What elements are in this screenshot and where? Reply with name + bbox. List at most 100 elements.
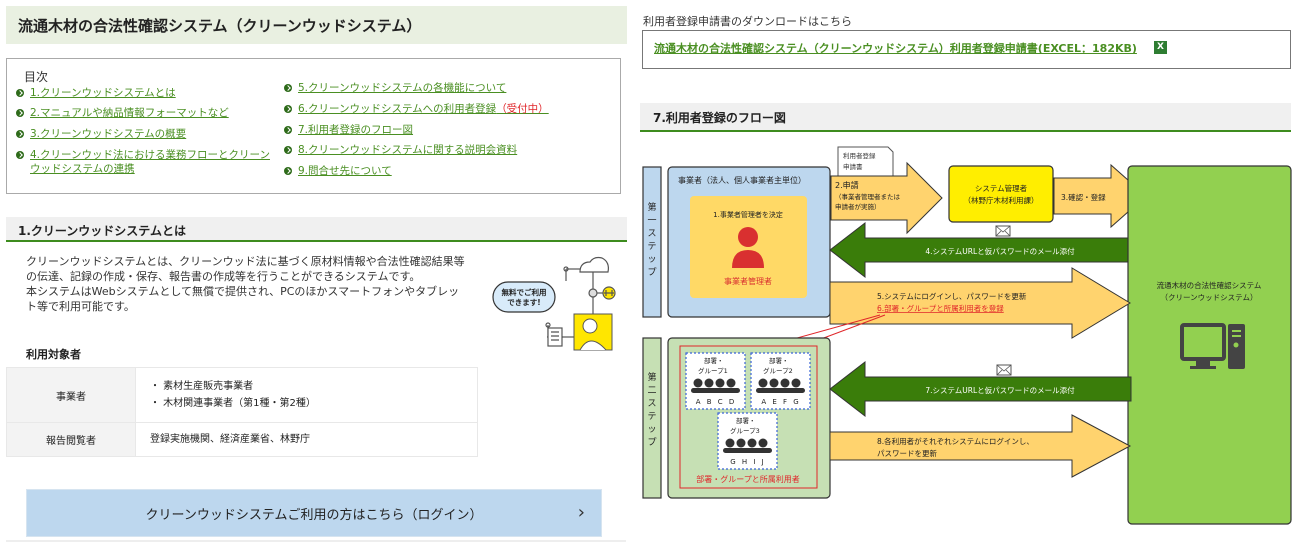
table-of-contents: [6, 58, 621, 194]
doc-label-1: 利用者登録: [843, 151, 876, 160]
member-icon: [704, 378, 714, 388]
step2-label-box: [642, 337, 662, 499]
cleanwood-system-box: [1127, 165, 1292, 525]
download-link[interactable]: 流通木材の合法性確認システム（クリーンウッドシステム）利用者登録申請書(EXCE…: [654, 42, 1137, 55]
step-label-char: ス: [647, 399, 656, 409]
toc-item-9[interactable]: 9.問合せ先について: [284, 164, 392, 178]
confirm-label: 3.確認・登録: [1061, 192, 1106, 202]
toc-link-1[interactable]: 1.クリーンウッドシステムとは: [30, 87, 176, 99]
toc-heading: 目次: [24, 70, 49, 84]
toc-link-4[interactable]: 4.クリーンウッド法における業務フローとクリーンウッドシステムの連携: [30, 148, 270, 176]
step-label-char: ッ: [647, 425, 656, 435]
group-label: 部署・: [704, 356, 724, 365]
chevron-bullet-icon: [284, 167, 292, 175]
toc-link-6[interactable]: 6.クリーンウッドシステムへの利用者登録（受付中）: [298, 102, 549, 116]
member-icon: [791, 378, 801, 388]
section7-header: [640, 103, 1291, 132]
bubble-line-1: 無料でご利用: [502, 287, 547, 297]
admin-label-1: システム管理者: [975, 183, 1028, 193]
apply-label-3: 申請者が実施）: [835, 202, 881, 211]
member-icon: [780, 378, 790, 388]
toc-link-5[interactable]: 5.クリーンウッドシステムの各機能について: [298, 82, 507, 94]
group-members: A B C D: [696, 398, 737, 406]
table-cell: 登録実施機関、経済産業省、林野庁: [135, 422, 478, 457]
step-label-char: プ: [647, 267, 656, 278]
table-header-cell: 事業者: [6, 367, 136, 423]
toc-link-3[interactable]: 3.クリーンウッドシステムの概要: [30, 128, 187, 140]
member-icon: [693, 378, 703, 388]
section1-title: 1.クリーンウッドシステムとは: [18, 224, 186, 238]
intro-paragraph-1: クリーンウッドシステムとは、クリーンウッド法に基づく原材料情報や合法性確認結果等…: [26, 255, 465, 283]
intro-paragraph-2: 本システムはWebシステムとして無償で提供され、PCのほかスマートフォンやタブレ…: [26, 285, 460, 313]
toc-link-8[interactable]: 8.クリーンウッドシステムに関する説明会資料: [298, 144, 518, 156]
toc-link-4-line2: ウッドシステムの連携: [30, 163, 135, 175]
chevron-bullet-icon: [16, 89, 24, 97]
each-label-2: パスワードを更新: [877, 448, 937, 458]
login-register-arrow: [829, 267, 1131, 339]
apply-label-2: （事業者管理者または: [835, 192, 901, 201]
excel-icon[interactable]: X: [1154, 41, 1167, 54]
members-bar: [756, 388, 805, 393]
step-label-char: 一: [647, 216, 656, 226]
member-icon: [758, 378, 768, 388]
step-label-char: プ: [647, 437, 656, 448]
target-users-label: 利用対象者: [26, 348, 81, 361]
group-label: グループ3: [730, 426, 760, 435]
status-badge: （受付中）: [496, 103, 549, 115]
table-row: 報告閲覧者 登録実施機関、経済産業省、林野庁: [6, 422, 478, 457]
toc-link-2[interactable]: 2.マニュアルや納品情報フォーマットなど: [30, 107, 229, 119]
divider: [6, 540, 626, 542]
toc-item-3[interactable]: 3.クリーンウッドシステムの概要: [16, 127, 186, 141]
member-icon: [769, 378, 779, 388]
login-button[interactable]: クリーンウッドシステムご利用の方はこちら（ログイン） ›: [26, 489, 602, 537]
bubble-line-2: できます!: [507, 298, 540, 307]
step-label-char: テ: [647, 241, 656, 252]
toc-item-8[interactable]: 8.クリーンウッドシステムに関する説明会資料: [284, 143, 517, 157]
toc-item-7[interactable]: 7.利用者登録のフロー図: [284, 123, 413, 137]
section1-intro: クリーンウッドシステムとは、クリーンウッド法に基づく原材料情報や合法性確認結果等…: [26, 254, 466, 314]
groups-caption: 部署・グループと所属利用者: [696, 474, 800, 484]
step-label-char: テ: [647, 411, 656, 422]
system-admin-box: [948, 165, 1054, 223]
each-login-arrow: [829, 414, 1132, 478]
section7-title: 7.利用者登録のフロー図: [653, 111, 786, 125]
toc-item-1[interactable]: 1.クリーンウッドシステムとは: [16, 86, 176, 100]
system-label-1: 流通木材の合法性確認システム: [1157, 280, 1262, 290]
group-members: G H I J: [730, 458, 766, 466]
members-bar: [691, 388, 740, 393]
table-cell: ・ 素材生産販売事業者 ・ 木材関連事業者（第1種・第2種）: [135, 367, 478, 423]
group-label: 部署・: [769, 356, 789, 365]
table-value: 登録実施機関、経済産業省、林野庁: [150, 434, 310, 445]
toc-item-2[interactable]: 2.マニュアルや納品情報フォーマットなど: [16, 106, 229, 120]
chevron-bullet-icon: [16, 109, 24, 117]
step-label-char: ス: [647, 229, 656, 239]
login-label-2: 6.部署・グループと所属利用者を登録: [877, 303, 1004, 313]
member-icon: [736, 438, 746, 448]
doc-label-2: 申請書: [843, 162, 863, 171]
login-button-label: クリーンウッドシステムご利用の方はこちら（ログイン）: [145, 507, 483, 523]
login-label-1: 5.システムにログインし、パスワードを更新: [877, 291, 1027, 301]
chevron-right-icon: ›: [577, 502, 585, 523]
mail-icon: [995, 225, 1011, 237]
download-box: [642, 30, 1291, 69]
toc-link-9[interactable]: 9.問合せ先について: [298, 165, 392, 177]
toc-item-4[interactable]: 4.クリーンウッド法における業務フローとクリーンウッドシステムの連携: [16, 148, 270, 176]
target-users-table: 事業者 ・ 素材生産販売事業者 ・ 木材関連事業者（第1種・第2種） 報告閲覧者…: [6, 367, 478, 457]
admin-label-2: （林野庁木材利用課）: [964, 195, 1039, 205]
chevron-bullet-icon: [284, 126, 292, 134]
toc-item-5[interactable]: 5.クリーンウッドシステムの各機能について: [284, 81, 506, 95]
member-icon: [747, 438, 757, 448]
table-value: ・ 素材生産販売事業者: [150, 381, 254, 392]
step1-label-box: [642, 166, 662, 318]
page-title-bar: [6, 6, 627, 44]
toc-item-6[interactable]: 6.クリーンウッドシステムへの利用者登録（受付中）: [284, 102, 549, 116]
toc-link-7[interactable]: 7.利用者登録のフロー図: [298, 124, 414, 136]
member-icon: [726, 378, 736, 388]
person-icon: [738, 227, 758, 247]
